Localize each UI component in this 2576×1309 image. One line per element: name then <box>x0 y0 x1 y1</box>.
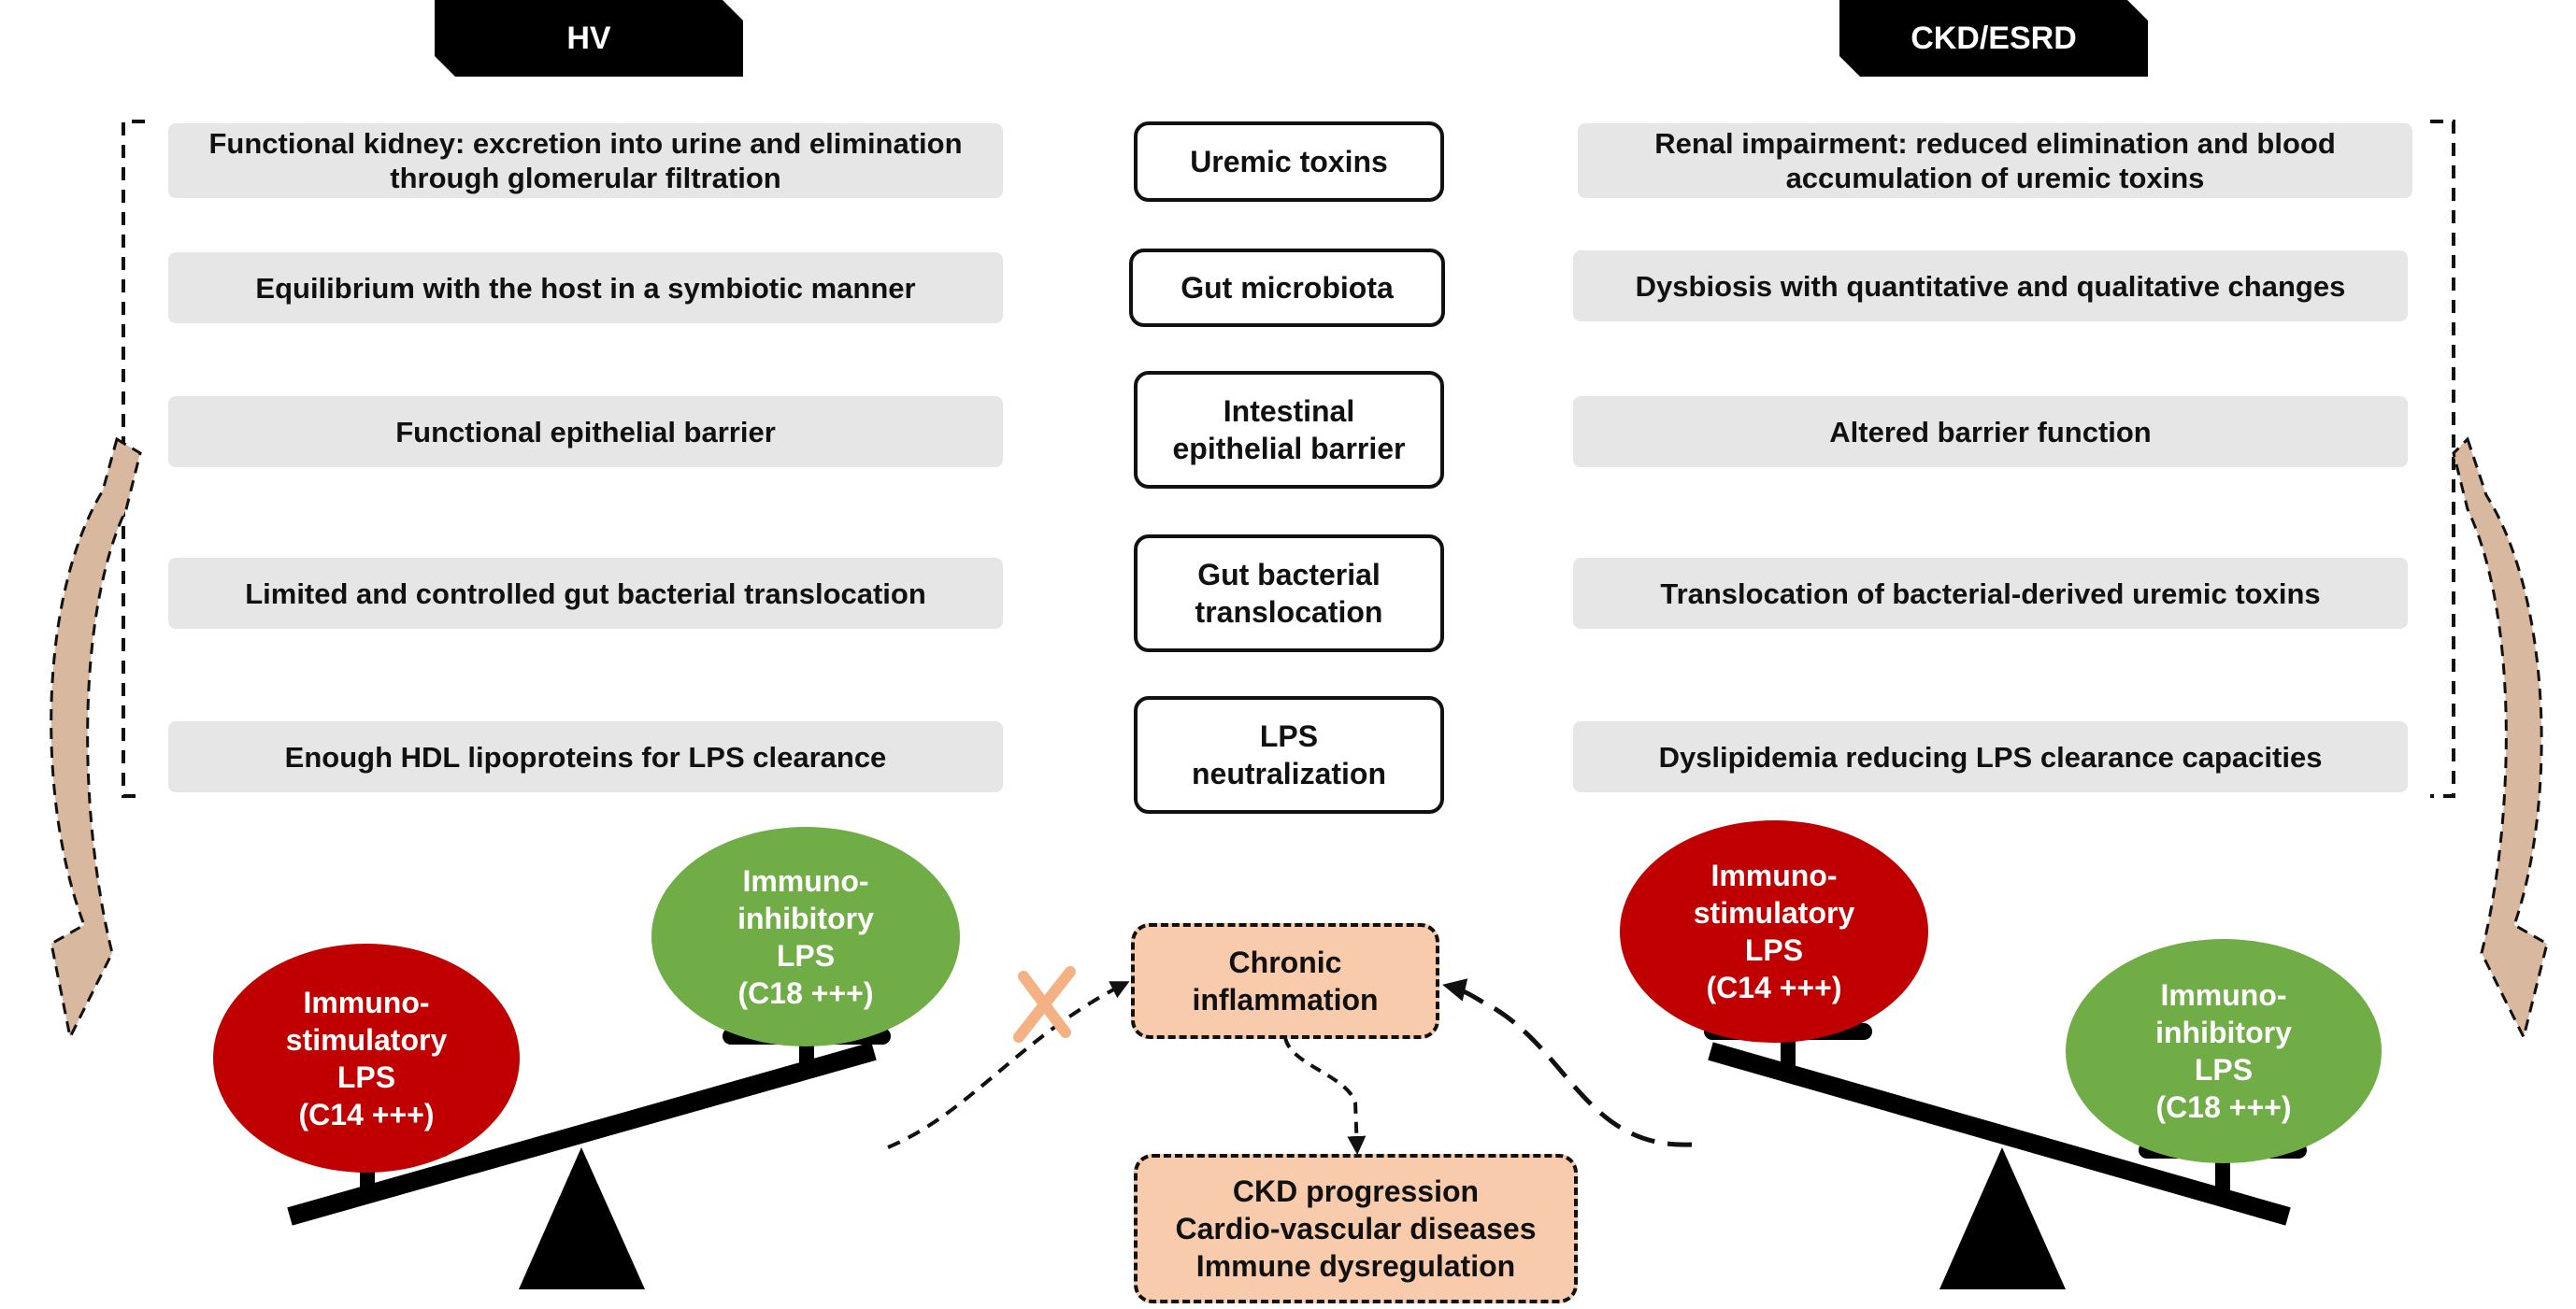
ckd-epithelial-barrier: Altered barrier function <box>1573 396 2408 467</box>
outcome-arrow <box>1283 1036 1367 1155</box>
hv-lps-neutralization: Enough HDL lipoproteins for LPS clearanc… <box>168 721 1003 792</box>
hv-immunoinhibitory-lps: Immuno- inhibitory LPS (C18 +++) <box>651 827 960 1046</box>
blocked-cross-icon <box>1013 966 1076 1043</box>
hv-immunostimulatory-lps: Immuno- stimulatory LPS (C14 +++) <box>213 944 520 1173</box>
clinical-outcomes-box: CKD progression Cardio-vascular diseases… <box>1134 1154 1578 1303</box>
chronic-inflammation-box: Chronic inflammation <box>1131 923 1439 1039</box>
right-inflammation-arrow <box>1442 978 1693 1147</box>
left-beam <box>287 1042 877 1226</box>
hv-epithelial-barrier: Functional epithelial barrier <box>168 396 1003 467</box>
label-gut-bacterial-translocation: Gut bacterial translocation <box>1134 534 1444 652</box>
ckd-immunostimulatory-lps: Immuno- stimulatory LPS (C14 +++) <box>1620 820 1928 1043</box>
label-lps-neutralization: LPS neutralization <box>1134 696 1444 814</box>
left-curved-arrow <box>50 436 142 1042</box>
ckd-bacterial-translocation: Translocation of bacterial-derived uremi… <box>1573 558 2408 629</box>
right-beam <box>1708 1042 2291 1226</box>
header-hv: HV <box>435 0 743 77</box>
hv-gut-microbiota: Equilibrium with the host in a symbiotic… <box>168 252 1003 323</box>
right-curved-arrow <box>2452 436 2549 1042</box>
header-ckd-esrd: CKD/ESRD <box>1839 0 2148 77</box>
ckd-uremic-toxins: Renal impairment: reduced elimination an… <box>1578 123 2412 198</box>
ckd-immunoinhibitory-lps: Immuno- inhibitory LPS (C18 +++) <box>2066 939 2382 1163</box>
label-uremic-toxins: Uremic toxins <box>1134 121 1444 202</box>
right-bracket <box>2430 120 2455 798</box>
ckd-lps-neutralization: Dyslipidemia reducing LPS clearance capa… <box>1573 721 2408 792</box>
label-intestinal-epithelial-barrier: Intestinal epithelial barrier <box>1134 371 1444 489</box>
left-fulcrum <box>519 1147 645 1289</box>
left-inflammation-arrow <box>887 981 1130 1149</box>
hv-bacterial-translocation: Limited and controlled gut bacterial tra… <box>168 558 1003 629</box>
ckd-gut-microbiota: Dysbiosis with quantitative and qualitat… <box>1573 250 2408 321</box>
label-gut-microbiota: Gut microbiota <box>1129 249 1445 327</box>
right-fulcrum <box>1939 1147 2066 1289</box>
hv-uremic-toxins: Functional kidney: excretion into urine … <box>168 123 1003 198</box>
